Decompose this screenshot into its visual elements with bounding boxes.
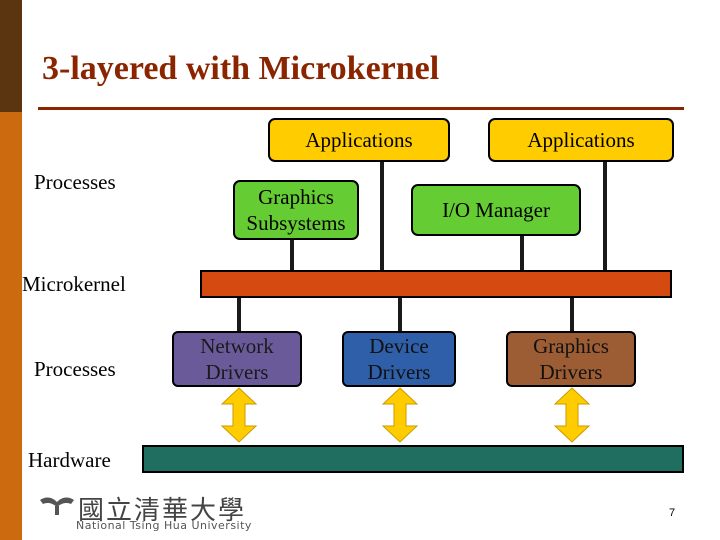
connector-graphics-drivers (570, 297, 574, 331)
slide-title: 3-layered with Microkernel (42, 50, 440, 87)
arrow-device-hardware (381, 387, 419, 443)
label-hardware: Hardware (28, 448, 111, 472)
arrow-network-hardware (220, 387, 258, 443)
label-processes-bottom: Processes (34, 357, 116, 381)
box-graphics-subsystems: Graphics Subsystems (233, 180, 359, 240)
university-name-english: National Tsing Hua University (76, 519, 252, 532)
hardware-bar (142, 445, 684, 473)
page-number: 7 (669, 507, 676, 519)
box-network-drivers: Network Drivers (172, 331, 302, 387)
connector-network-drivers (237, 297, 241, 331)
connector-io-manager (520, 236, 524, 272)
university-emblem-icon (40, 497, 74, 515)
side-strip-top (0, 0, 22, 112)
title-underline (38, 107, 684, 110)
university-name-chinese: 國立清華大學 (78, 496, 247, 526)
box-io-manager: I/O Manager (411, 184, 581, 236)
box-device-drivers: Device Drivers (342, 331, 456, 387)
box-applications-2: Applications (488, 118, 674, 162)
label-microkernel: Microkernel (22, 272, 126, 296)
connector-device-drivers (398, 297, 402, 331)
box-graphics-drivers: Graphics Drivers (506, 331, 636, 387)
microkernel-bar (200, 270, 672, 298)
arrow-graphics-hardware (553, 387, 591, 443)
box-applications-1: Applications (268, 118, 450, 162)
side-strip-bottom (0, 112, 22, 540)
connector-applications-2 (603, 162, 607, 272)
connector-graphics-subsystems (290, 240, 294, 272)
label-processes-top: Processes (34, 170, 116, 194)
connector-applications-1 (380, 162, 384, 272)
